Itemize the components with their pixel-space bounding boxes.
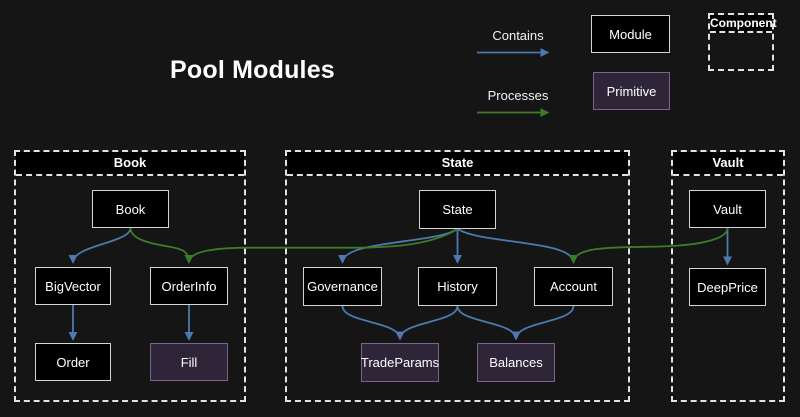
container-vault-header: Vault <box>673 152 783 176</box>
node-deepprice: DeepPrice <box>689 268 766 306</box>
node-state: State <box>419 190 496 229</box>
legend-component-label: Component <box>710 15 777 33</box>
legend-component-sample: Component <box>708 13 777 71</box>
edge-book-contains-bigvector <box>68 227 132 264</box>
legend-primitive-sample: Primitive <box>593 72 670 110</box>
edge-governance-contains-tradeparams <box>341 305 405 341</box>
container-book: Book <box>14 150 246 402</box>
node-balances: Balances <box>477 343 555 382</box>
legend-processes-label: Processes <box>487 88 549 103</box>
legend-module-sample: Module <box>591 15 670 53</box>
edge-state-contains-account <box>457 228 578 264</box>
node-order: Order <box>35 343 111 381</box>
node-vault: Vault <box>689 190 766 228</box>
edge-state-processes-orderinfo <box>184 228 458 264</box>
node-bigvector: BigVector <box>35 267 111 305</box>
legend-module-label: Module <box>609 26 652 42</box>
legend-primitive-label: Primitive <box>606 83 657 99</box>
container-vault: Vault <box>671 150 785 402</box>
page-title: Pool Modules <box>170 56 335 84</box>
node-book: Book <box>92 190 169 228</box>
edge-state-contains-governance <box>338 228 458 264</box>
container-state-header: State <box>287 152 628 176</box>
edge-account-contains-balances <box>511 305 575 341</box>
edge-history-contains-tradeparams <box>395 305 459 341</box>
node-governance: Governance <box>303 267 382 306</box>
node-account: Account <box>534 267 613 306</box>
node-orderinfo: OrderInfo <box>150 267 228 305</box>
container-book-header: Book <box>16 152 244 176</box>
edge-book-processes-orderinfo <box>129 227 194 264</box>
node-tradeparams: TradeParams <box>361 343 439 382</box>
edge-vault-processes-account <box>569 227 729 264</box>
node-history: History <box>418 267 497 306</box>
node-fill: Fill <box>150 343 228 381</box>
container-state: State <box>285 150 630 402</box>
legend-contains-label: Contains <box>492 28 544 43</box>
edge-history-contains-balances <box>456 305 521 341</box>
